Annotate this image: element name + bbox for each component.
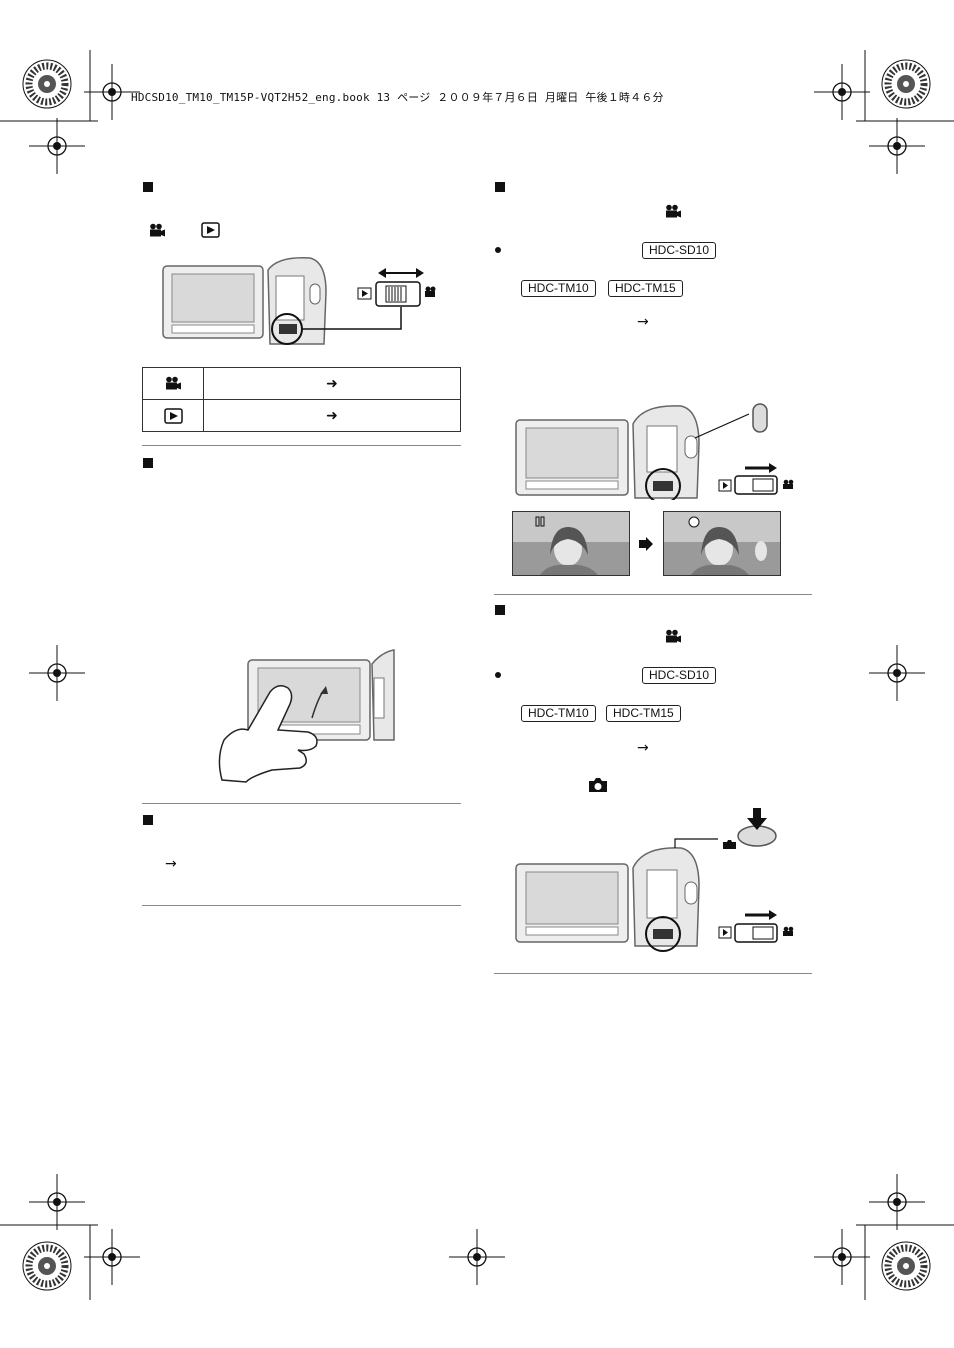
recording-photo [663, 511, 781, 576]
section-divider [142, 445, 461, 446]
model-badge: HDC-SD10 [642, 667, 717, 684]
arrow-step: → [165, 856, 177, 872]
section-divider [494, 973, 812, 974]
motion-picture-mode-icon [166, 376, 181, 390]
camcorder-record-illustration [515, 403, 794, 500]
model-badge: HDC-TM15 [608, 280, 683, 297]
section-divider [494, 594, 812, 595]
right-arrow-icon [639, 537, 653, 551]
book-header: HDCSD10_TM10_TM15P-VQT2H52_eng.book 13 ペ… [131, 91, 664, 104]
section-marker [143, 815, 153, 825]
playback-mode-icon [201, 222, 220, 238]
model-badge: HDC-SD10 [642, 242, 717, 259]
motion-picture-mode-icon [666, 204, 681, 218]
model-badge: HDC-TM10 [521, 705, 596, 722]
model-badge: HDC-TM10 [521, 280, 596, 297]
section-marker [495, 605, 505, 615]
recording-pause-photo [512, 511, 630, 576]
motion-picture-mode-icon [666, 629, 681, 643]
bullet [495, 247, 501, 253]
section-marker [143, 458, 153, 468]
section-marker [495, 182, 505, 192]
mode-table: ➜ ➜ [142, 367, 461, 432]
arrow-step: → [637, 314, 649, 330]
arrow-symbol: ➜ [203, 367, 461, 400]
camera-icon [589, 778, 607, 792]
camcorder-mode-switch-illustration [162, 257, 436, 345]
model-badge: HDC-TM15 [606, 705, 681, 722]
table-row: ➜ [142, 367, 461, 400]
section-divider [142, 905, 461, 906]
section-divider [142, 803, 461, 804]
section-marker [143, 182, 153, 192]
touch-screen-illustration [218, 649, 395, 783]
arrow-symbol: ➜ [203, 399, 461, 432]
table-row: ➜ [142, 399, 461, 432]
playback-mode-icon [163, 407, 183, 424]
bullet [495, 672, 501, 678]
arrow-step: → [637, 740, 649, 756]
camcorder-photo-illustration [515, 808, 794, 952]
motion-picture-mode-icon [150, 223, 165, 237]
